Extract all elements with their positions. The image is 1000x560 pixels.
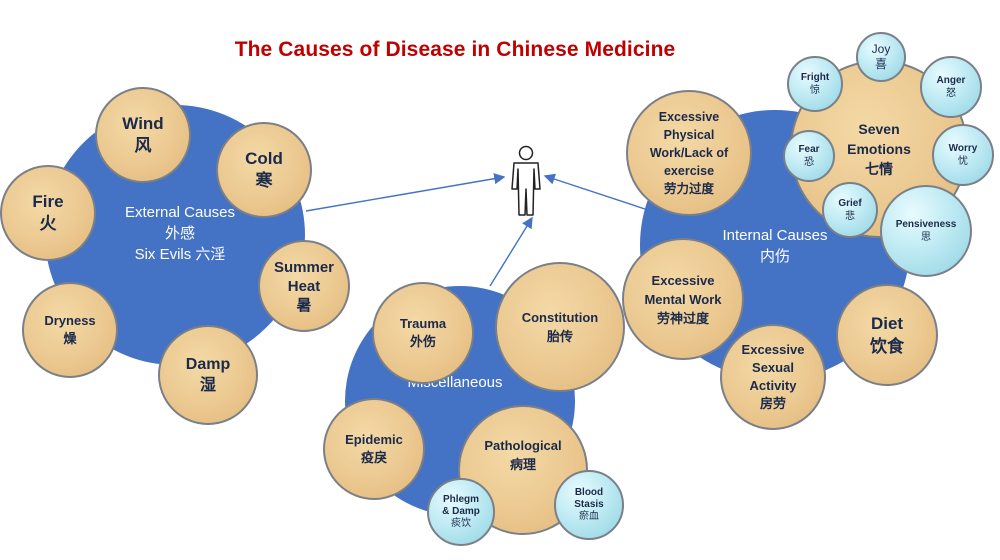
internal-causes-title-zh: 内伤: [759, 248, 790, 265]
external-causes-title-zh: 外感: [164, 225, 195, 242]
node-excessive-physical-work: Excessive Physical Work/Lack of exercise…: [626, 90, 752, 216]
external-causes-title: External Causes: [124, 204, 236, 221]
person-icon: [511, 145, 541, 216]
external-causes-label: External Causes 外感 Six Evils 六淫: [100, 202, 260, 265]
arrow-misc-to-person: [489, 216, 533, 287]
internal-causes-label: Internal Causes 内伤: [700, 225, 850, 267]
internal-causes-title: Internal Causes: [722, 227, 828, 244]
diagram-title: The Causes of Disease in Chinese Medicin…: [234, 38, 676, 61]
six-evils-label: Six Evils 六淫: [134, 246, 226, 263]
arrow-external-to-person: [305, 173, 506, 212]
arrow-internal-to-person: [543, 173, 649, 211]
